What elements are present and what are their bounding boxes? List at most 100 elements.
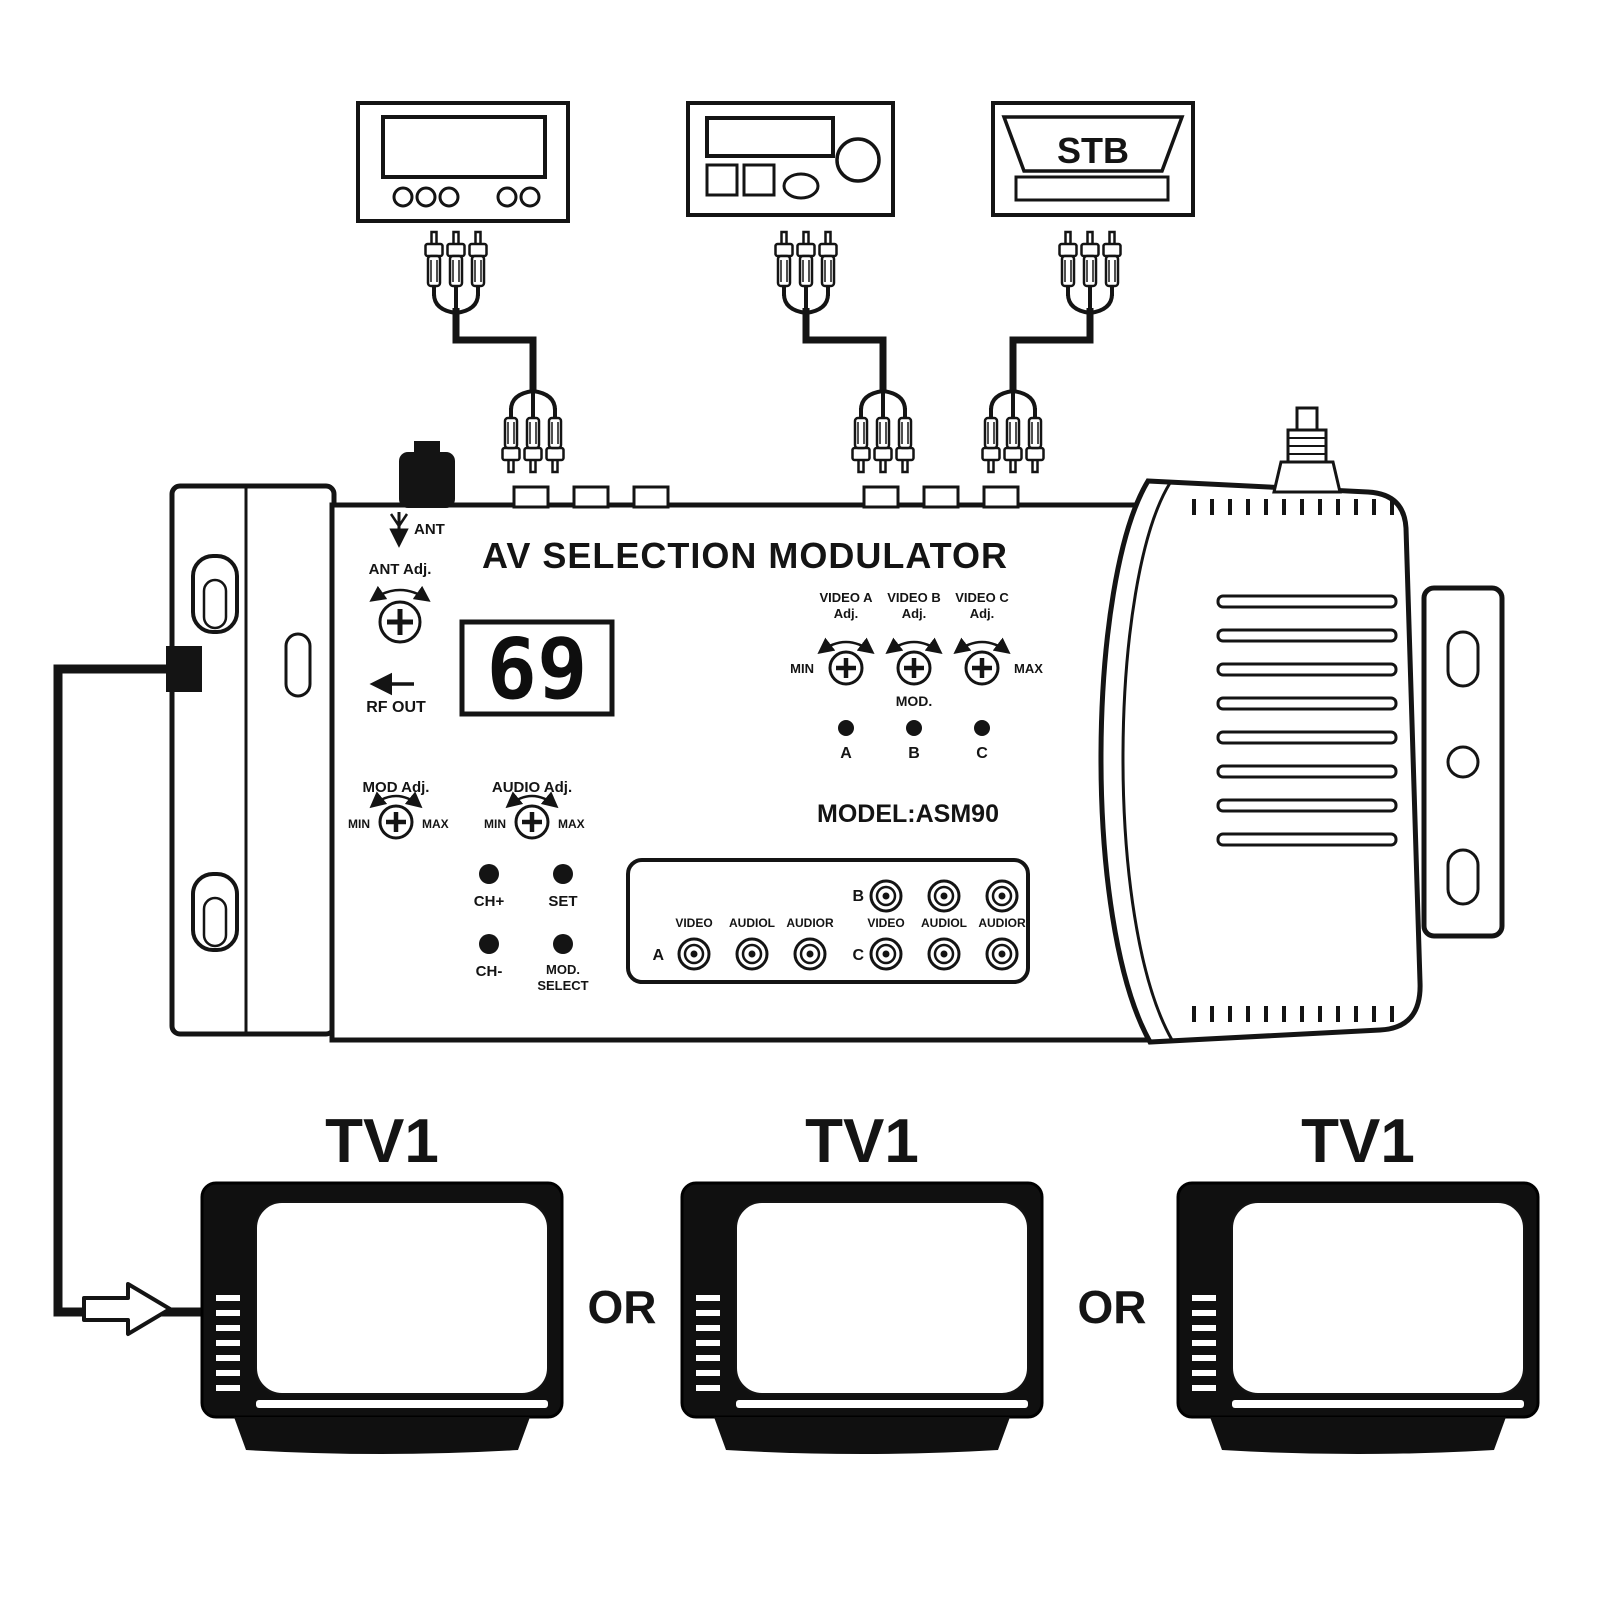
ant-connector	[399, 452, 455, 508]
audio-adj-label: AUDIO Adj.	[492, 779, 572, 796]
jack-b-video	[869, 879, 903, 913]
led-b-icon	[906, 720, 922, 736]
tv-2: TV1	[680, 1107, 1044, 1454]
tv2-trim	[736, 1400, 1028, 1408]
video-c-knob	[966, 652, 998, 684]
video-b-adj-suffix: Adj.	[902, 606, 927, 621]
channel-number: 69	[486, 620, 587, 718]
device2-button-icon	[705, 163, 739, 197]
rca-plugs-source-1	[426, 232, 487, 313]
video-adjust-section: VIDEO A Adj. VIDEO B Adj. VIDEO C Adj. M…	[790, 590, 1043, 762]
video-c-arc-icon	[953, 637, 1011, 654]
bracket-right-slot	[1446, 630, 1480, 688]
signal-arrow-icon	[82, 1282, 172, 1336]
vent-slot	[1216, 764, 1398, 779]
av-cables	[426, 232, 1121, 472]
jack-video-label: VIDEO	[675, 916, 712, 930]
ant-adj-label: ANT Adj.	[369, 561, 432, 578]
led-c-label: C	[976, 745, 988, 762]
led-a-icon	[838, 720, 854, 736]
jack-row-a-label: A	[652, 947, 664, 964]
jack-video-label: VIDEO	[867, 916, 904, 930]
audio-min-label: MIN	[484, 817, 506, 831]
jack-audio-l-label: AUDIOL	[921, 916, 967, 930]
device2-dial-icon	[835, 137, 881, 183]
tv3-screen	[1231, 1201, 1525, 1395]
cable-2	[802, 308, 887, 392]
jack-b-audio-l	[927, 879, 961, 913]
stb-label: STB	[1057, 130, 1129, 171]
rca-plugs-input-3	[983, 391, 1044, 472]
set-button	[553, 864, 573, 884]
stb-slot	[1014, 175, 1170, 202]
ant-adjust-knob	[380, 602, 420, 642]
video-max-label: MAX	[1014, 661, 1043, 676]
device1-button-icon	[415, 186, 437, 208]
bracket-right-slot	[1446, 848, 1480, 906]
tv-1: TV1	[200, 1107, 564, 1454]
rf-connector-tip	[1295, 406, 1319, 432]
input-port	[862, 485, 900, 509]
audio-adjust-knob	[516, 806, 548, 838]
jack-c-audio-r	[985, 937, 1019, 971]
mod-select-button	[553, 934, 573, 954]
ant-arrow-icon	[389, 513, 401, 527]
cable-1	[452, 308, 537, 392]
ant-section: ANT ANT Adj. RF OUT	[366, 512, 445, 716]
rca-plugs-input-2	[853, 391, 914, 472]
vent-slot	[1216, 696, 1398, 711]
ch-up-button	[479, 864, 499, 884]
modulator-unit: AV SELECTION MODULATOR ANT ANT Adj. RF O…	[166, 406, 1505, 1045]
rf-antenna-connector	[1272, 406, 1342, 494]
vent-slot	[1216, 594, 1398, 609]
tv1-label: TV1	[325, 1107, 439, 1176]
led-a-label: A	[840, 745, 852, 762]
panel-buttons: CH+ SET CH- MOD. SELECT	[474, 864, 589, 993]
stb-flap	[1001, 115, 1185, 173]
av-input-ports	[512, 485, 1020, 509]
tv3-trim	[1232, 1400, 1524, 1408]
video-a-adj-label: VIDEO A	[820, 590, 874, 605]
or-label-1: OR	[588, 1281, 657, 1333]
vent-slot	[1216, 628, 1398, 643]
set-label: SET	[548, 893, 577, 910]
jack-audio-r-label: AUDIOR	[786, 916, 834, 930]
input-port	[572, 485, 610, 509]
display-frame	[459, 619, 615, 717]
input-port	[982, 485, 1020, 509]
tv1-trim	[256, 1400, 548, 1408]
vent-slot	[1216, 832, 1398, 847]
jack-row-b-label: B	[852, 888, 864, 905]
tv2-label: TV1	[805, 1107, 919, 1176]
mod-select-label-1: MOD.	[546, 962, 580, 977]
device1-button-icon	[519, 186, 541, 208]
device2-button-icon	[742, 163, 776, 197]
source-device-2	[686, 101, 895, 217]
device1-button-icon	[438, 186, 460, 208]
rf-out-label: RF OUT	[366, 699, 426, 716]
device1-button-icon	[496, 186, 518, 208]
ant-adjust-arc-icon	[369, 585, 431, 602]
video-b-arc-icon	[885, 637, 943, 654]
audio-adj-arc-icon	[505, 791, 559, 809]
jack-row-c-label: C	[852, 947, 864, 964]
rca-plugs-source-3	[1060, 232, 1121, 313]
video-b-adj-label: VIDEO B	[887, 590, 940, 605]
mod-select-label-2: SELECT	[537, 978, 588, 993]
panel-title: AV SELECTION MODULATOR	[482, 535, 1008, 576]
device2-display	[705, 116, 835, 158]
input-port	[512, 485, 550, 509]
ant-arrow-icon	[397, 513, 409, 527]
ant-connector-stem	[414, 441, 440, 453]
mounting-bracket-left	[166, 483, 337, 1037]
jack-audio-r-label: AUDIOR	[978, 916, 1026, 930]
led-c-icon	[974, 720, 990, 736]
tv3-label: TV1	[1301, 1107, 1415, 1176]
video-min-label: MIN	[790, 661, 814, 676]
mod-adj-label: MOD Adj.	[363, 779, 430, 796]
rf-connector-base	[1272, 460, 1342, 494]
jack-audio-l-label: AUDIOL	[729, 916, 775, 930]
video-c-adj-suffix: Adj.	[970, 606, 995, 621]
jack-a-video	[677, 937, 711, 971]
housing-side	[1098, 478, 1423, 1045]
